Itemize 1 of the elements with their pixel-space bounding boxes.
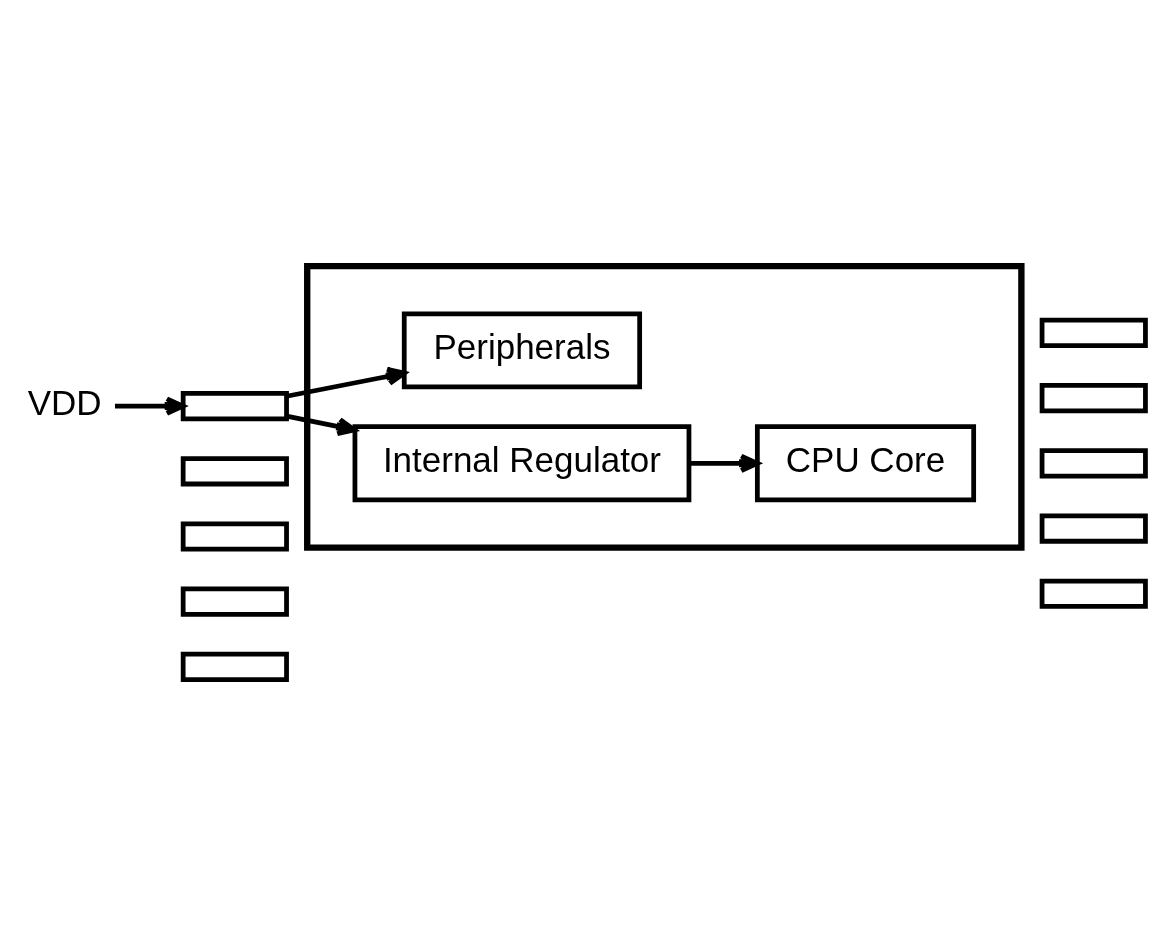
node-text: VDD [27,382,102,422]
